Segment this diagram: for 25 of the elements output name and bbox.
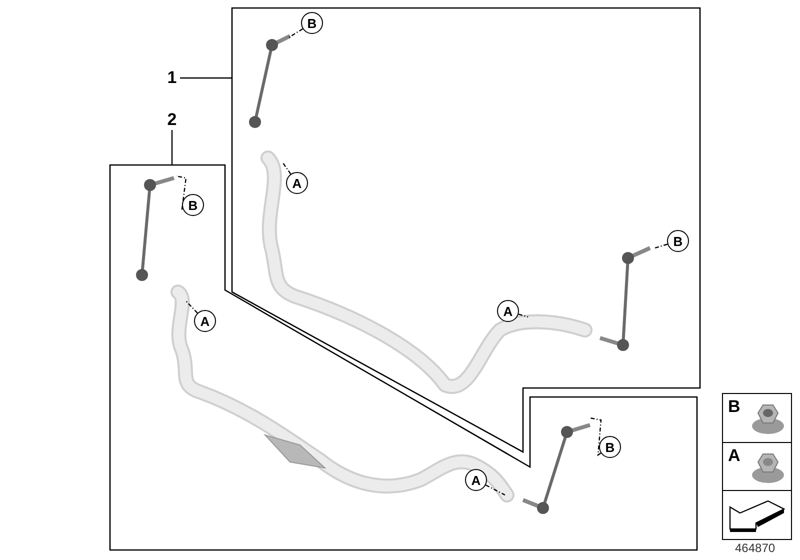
callout-letter: B (667, 230, 689, 252)
callout-letter: A (194, 310, 216, 332)
callout-letter: A (465, 469, 487, 491)
leader-line (176, 175, 187, 210)
part-letter: A (728, 446, 740, 466)
callout-number: 2 (164, 110, 180, 130)
leader-line (288, 28, 303, 38)
kit-frame-outline (110, 165, 698, 550)
kit-frame-outline (232, 8, 700, 453)
leader-line (654, 244, 668, 249)
leader-line (590, 417, 602, 456)
leader-line (518, 314, 528, 318)
callout-letter: A (286, 172, 308, 194)
callout-letter: A (497, 300, 519, 322)
callout-letter: B (599, 436, 621, 458)
callout-letter: B (182, 194, 204, 216)
callout-letter: B (301, 12, 323, 34)
leader-line (282, 162, 292, 174)
leader-line (486, 484, 506, 496)
callout-number: 1 (164, 68, 180, 88)
part-number: 464870 (735, 541, 776, 555)
leader-line (184, 300, 198, 314)
part-letter: B (728, 397, 740, 417)
leader-line (171, 130, 173, 165)
leader-line (180, 77, 232, 79)
